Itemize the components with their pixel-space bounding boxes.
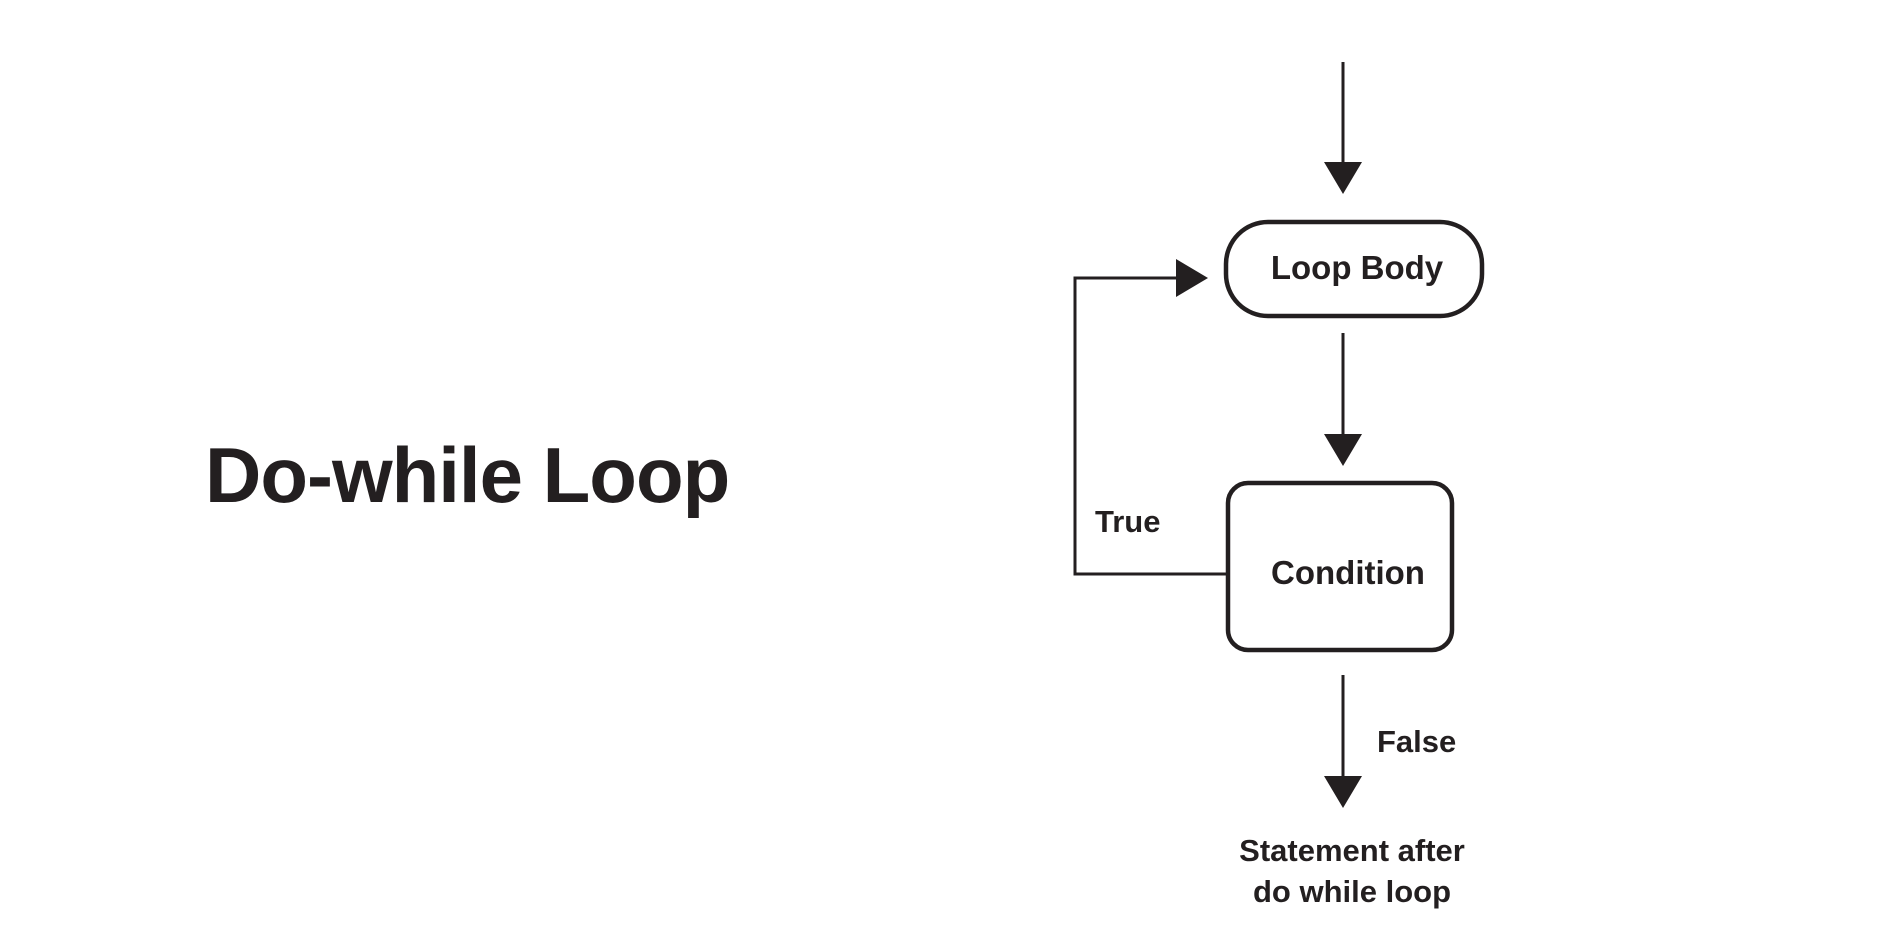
exit-statement-line-2: do while loop <box>1253 874 1451 909</box>
loop-body-label: Loop Body <box>1271 249 1444 286</box>
page-title: Do-while Loop <box>205 431 730 519</box>
false-exit-arrow <box>1324 675 1362 808</box>
loop-body-node: Loop Body <box>1223 219 1485 319</box>
exit-statement-line-1: Statement after <box>1239 833 1465 868</box>
false-label: False <box>1377 724 1456 759</box>
entry-arrow <box>1324 62 1362 194</box>
true-loopback-arrow <box>1073 259 1228 576</box>
exit-statement: Statement after do while loop <box>1239 833 1465 909</box>
body-to-condition-arrow <box>1324 333 1362 466</box>
true-label: True <box>1095 504 1160 539</box>
condition-node: Condition <box>1225 480 1455 653</box>
condition-label: Condition <box>1271 554 1425 591</box>
